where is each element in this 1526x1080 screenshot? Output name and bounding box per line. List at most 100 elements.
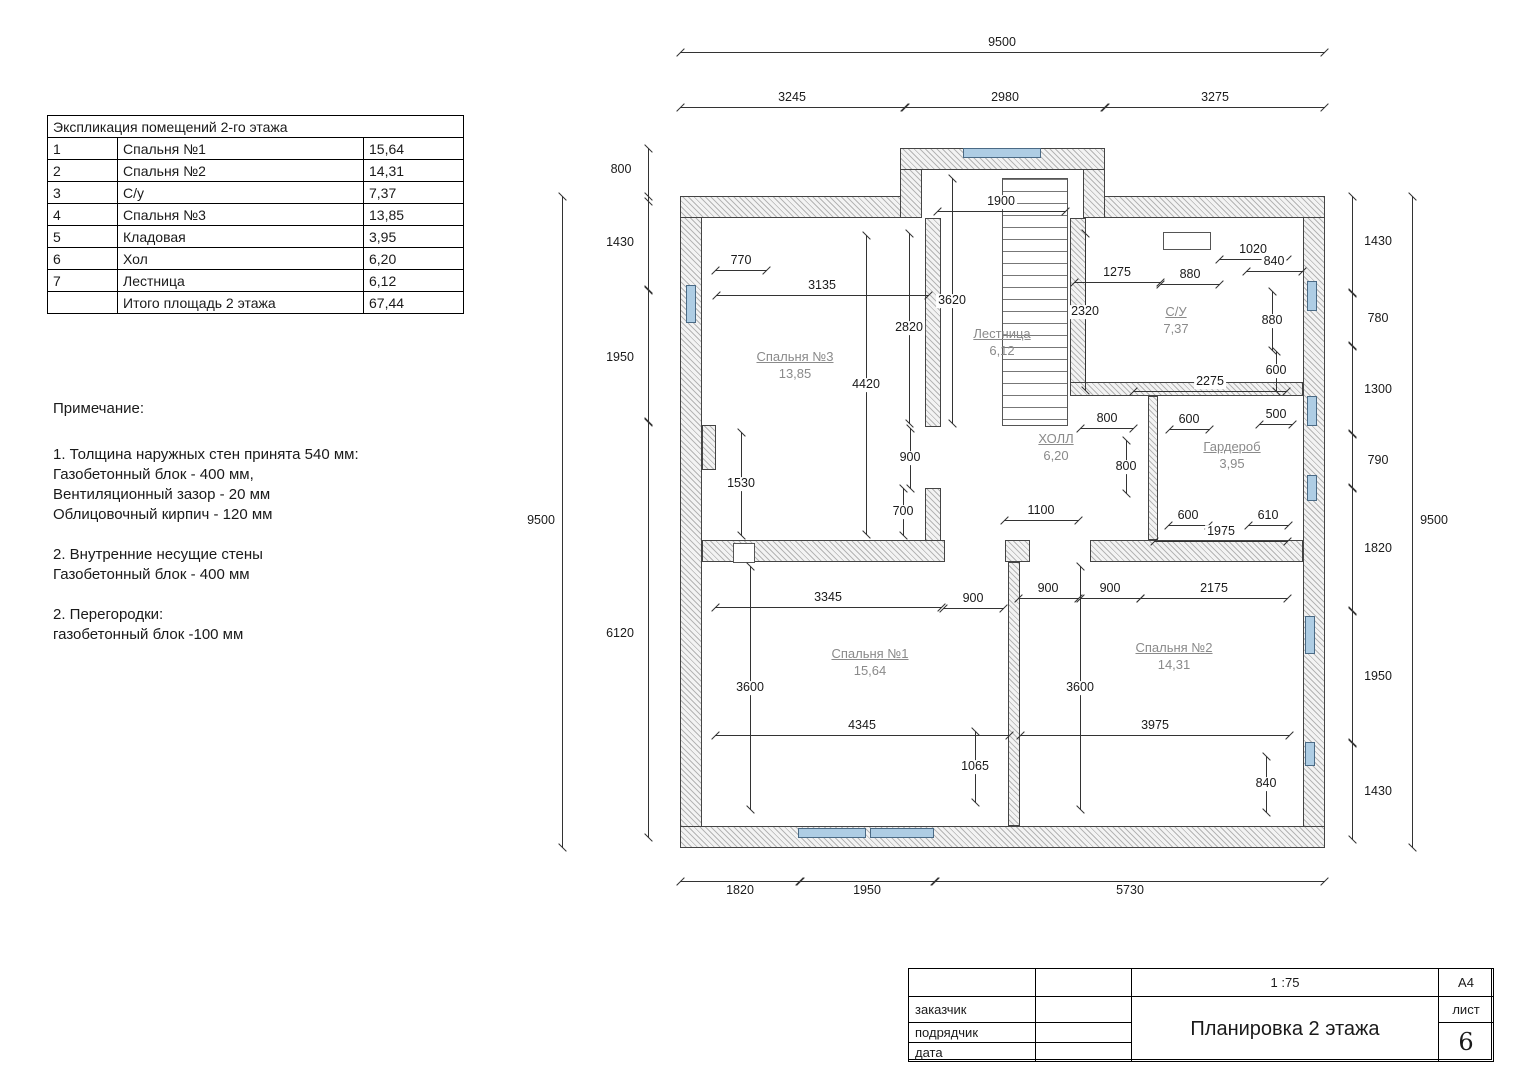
title-block: 1 :75 A4 заказчик подрядчик дата Планиро… bbox=[908, 968, 1494, 1062]
window bbox=[1305, 616, 1315, 654]
drawing-title: Планировка 2 этажа bbox=[1190, 1017, 1380, 1040]
outer-wall-top-right bbox=[1100, 196, 1325, 218]
dimension-line bbox=[1140, 598, 1288, 599]
dimension-line bbox=[648, 148, 649, 202]
dimension-line bbox=[715, 270, 767, 271]
dimension-line bbox=[1259, 424, 1293, 425]
dimension-label: 1430 bbox=[1362, 784, 1394, 799]
interior-wall bbox=[1090, 540, 1303, 562]
dimension-line bbox=[1080, 428, 1134, 429]
interior-wall bbox=[1148, 396, 1158, 540]
dimension-label: 3345 bbox=[812, 590, 844, 605]
room-name: Спальня №2 bbox=[1135, 640, 1213, 655]
dimension-label: 9500 bbox=[1418, 513, 1450, 528]
dimension-label: 1100 bbox=[1025, 503, 1057, 518]
dimension-label: 1975 bbox=[1205, 524, 1237, 539]
dimension-label: 880 bbox=[1259, 313, 1285, 328]
room-area: 6,20 bbox=[1043, 448, 1069, 463]
outer-wall-top-left bbox=[680, 196, 905, 218]
dimension-line bbox=[1154, 541, 1288, 542]
dimension-line bbox=[905, 107, 1105, 108]
dimension-label: 600 bbox=[1176, 412, 1202, 427]
bathroom-fixture bbox=[1163, 232, 1211, 250]
dimension-label: 600 bbox=[1263, 363, 1289, 378]
dimension-line bbox=[1133, 391, 1287, 392]
dimension-line bbox=[715, 295, 929, 296]
contractor-label: подрядчик bbox=[915, 1025, 979, 1040]
dimension-label: 1820 bbox=[1362, 541, 1394, 556]
tb-empty-cell bbox=[1035, 1022, 1132, 1043]
dimension-line bbox=[1079, 598, 1141, 599]
dimension-label: 1950 bbox=[851, 883, 883, 898]
dimension-label: 5730 bbox=[1114, 883, 1146, 898]
table-cell: Итого площадь 2 этажа bbox=[117, 291, 364, 314]
table-cell: 13,85 bbox=[363, 203, 464, 226]
room-area: 6,12 bbox=[989, 343, 1015, 358]
dimension-line bbox=[648, 290, 649, 422]
dimension-line bbox=[679, 107, 905, 108]
customer-label: заказчик bbox=[915, 1002, 967, 1017]
dimension-line bbox=[1245, 271, 1303, 272]
dimension-label: 2980 bbox=[989, 90, 1021, 105]
dimension-label: 800 bbox=[1113, 459, 1139, 474]
table-cell: С/у bbox=[117, 181, 364, 204]
dimension-label: 1020 bbox=[1237, 242, 1269, 257]
room-label: Лестница 6,12 bbox=[973, 325, 1030, 359]
dimension-line bbox=[799, 881, 935, 882]
interior-wall bbox=[1008, 562, 1020, 826]
dimension-line bbox=[1160, 284, 1220, 285]
tb-customer-cell: заказчик bbox=[908, 996, 1036, 1023]
interior-wall bbox=[1005, 540, 1030, 562]
interior-wall bbox=[925, 218, 941, 427]
dimension-line bbox=[1352, 742, 1353, 840]
dimension-line bbox=[679, 52, 1325, 53]
room-name: Гардероб bbox=[1203, 439, 1261, 454]
tb-date-cell: дата bbox=[908, 1042, 1036, 1062]
dimension-line bbox=[1352, 292, 1353, 346]
dimension-line bbox=[714, 607, 942, 608]
dimension-line bbox=[935, 881, 1325, 882]
dimension-label: 1530 bbox=[725, 476, 757, 491]
dimension-line bbox=[936, 211, 1066, 212]
dimension-line bbox=[1073, 282, 1161, 283]
room-name: Спальня №3 bbox=[756, 349, 834, 364]
dimension-line bbox=[1247, 525, 1289, 526]
dimension-label: 4420 bbox=[850, 377, 882, 392]
tb-empty-cell bbox=[908, 968, 1036, 997]
paper-format: A4 bbox=[1458, 975, 1474, 990]
window bbox=[1305, 742, 1315, 766]
dimension-label: 3135 bbox=[806, 278, 838, 293]
room-area: 13,85 bbox=[778, 366, 812, 381]
tb-title-cell: Планировка 2 этажа bbox=[1131, 996, 1439, 1062]
notes-title: Примечание: bbox=[53, 400, 144, 417]
tb-sheet-number-cell: 6 bbox=[1438, 1022, 1494, 1062]
window bbox=[1307, 475, 1317, 501]
window bbox=[1307, 281, 1317, 311]
drawing-scale: 1 :75 bbox=[1270, 975, 1300, 990]
dimension-label: 4345 bbox=[846, 718, 878, 733]
window bbox=[686, 285, 696, 323]
dimension-label: 2175 bbox=[1198, 581, 1230, 596]
dimension-label: 800 bbox=[1094, 411, 1120, 426]
dimension-label: 1065 bbox=[959, 759, 991, 774]
dimension-label: 9500 bbox=[986, 35, 1018, 50]
dimension-label: 2275 bbox=[1194, 374, 1226, 389]
dimension-label: 1275 bbox=[1101, 265, 1133, 280]
room-area: 15,64 bbox=[853, 663, 887, 678]
dimension-label: 790 bbox=[1365, 453, 1391, 468]
dimension-line bbox=[1352, 434, 1353, 488]
window bbox=[798, 828, 866, 838]
notes-text: 1. Толщина наружных стен принята 540 мм:… bbox=[53, 446, 359, 643]
dimension-line bbox=[562, 196, 563, 848]
dimension-line bbox=[1003, 520, 1079, 521]
dimension-label: 1430 bbox=[604, 235, 636, 250]
room-name: Лестница bbox=[973, 326, 1031, 341]
dimension-line bbox=[1412, 196, 1413, 848]
dimension-label: 880 bbox=[1177, 267, 1203, 282]
tb-contractor-cell: подрядчик bbox=[908, 1022, 1036, 1043]
